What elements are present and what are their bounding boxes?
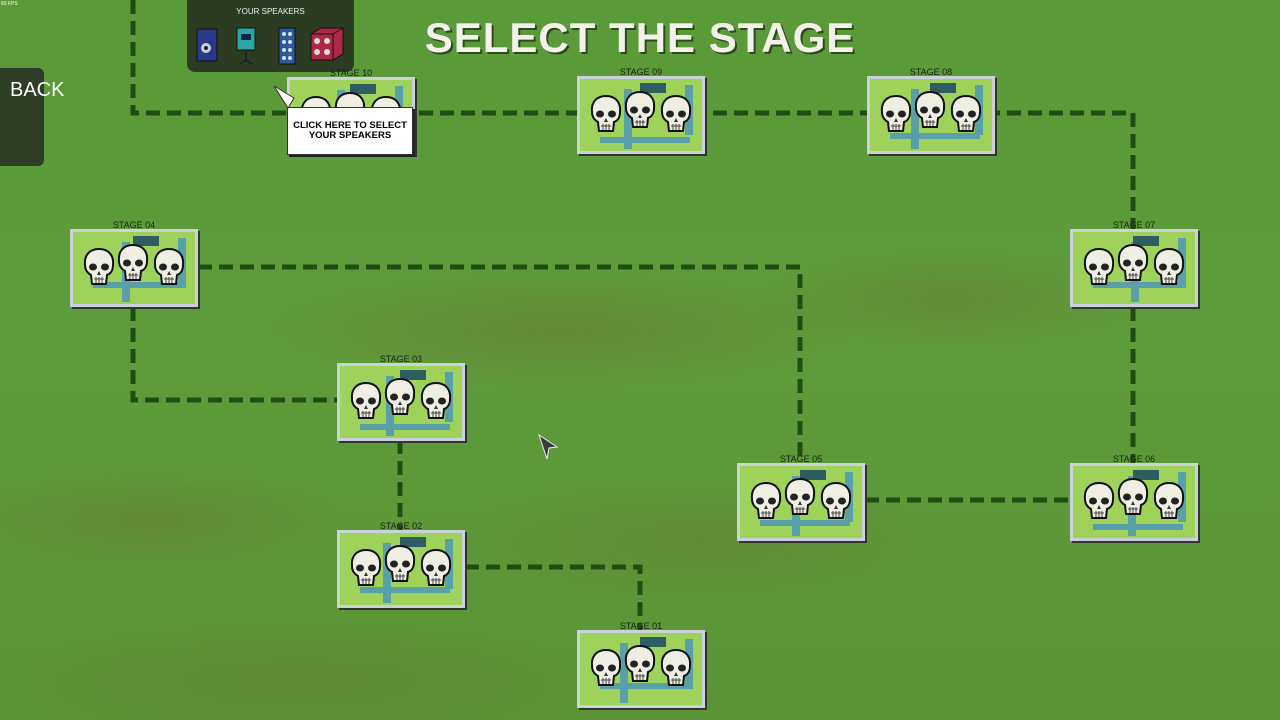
red-speaker-icon[interactable] — [309, 26, 345, 64]
stage-label: STAGE 06 — [1112, 454, 1156, 464]
blue-speaker-icon[interactable] — [195, 26, 221, 64]
skull-rating-icons — [83, 244, 185, 285]
skull-rating-icons — [1083, 244, 1185, 285]
stage-thumbnail — [577, 630, 705, 708]
stage-05-button[interactable]: STAGE 05 — [737, 454, 865, 541]
column-speaker-icon[interactable] — [277, 26, 299, 66]
stage-thumbnail — [577, 76, 705, 154]
stage-thumbnail — [1070, 229, 1198, 307]
teal-speaker-icon[interactable] — [235, 26, 259, 66]
stage-04-button[interactable]: STAGE 04 — [70, 220, 198, 307]
fps-counter: 60 FPS — [1, 1, 18, 7]
skull-rating-icons — [350, 378, 452, 419]
speakers-panel: YOUR SPEAKERS — [187, 0, 354, 72]
stage-thumbnail — [337, 363, 465, 441]
speakers-label: YOUR SPEAKERS — [236, 7, 305, 16]
stage-label: STAGE 01 — [619, 621, 663, 631]
stage-03-button[interactable]: STAGE 03 — [337, 354, 465, 441]
skull-rating-icons — [350, 545, 452, 586]
stage-thumbnail — [337, 530, 465, 608]
stage-02-button[interactable]: STAGE 02 — [337, 521, 465, 608]
stage-label: STAGE 02 — [379, 521, 423, 531]
stage-01-button[interactable]: STAGE 01 — [577, 621, 705, 708]
stage-thumbnail — [737, 463, 865, 541]
stage-thumbnail — [867, 76, 995, 154]
stage-label: STAGE 04 — [112, 220, 156, 230]
mouse-cursor-icon — [538, 433, 559, 460]
back-button[interactable]: BACK — [0, 68, 64, 166]
stage-thumbnail — [1070, 463, 1198, 541]
skull-rating-icons — [1083, 478, 1185, 519]
tooltip-pointer — [273, 85, 295, 109]
stage-label: STAGE 07 — [1112, 220, 1156, 230]
skull-rating-icons — [880, 91, 982, 132]
skull-rating-icons — [590, 645, 692, 686]
stage-label: STAGE 09 — [619, 67, 663, 77]
stage-08-button[interactable]: STAGE 08 — [867, 67, 995, 154]
stage-thumbnail — [70, 229, 198, 307]
stage-label: STAGE 10 — [329, 68, 373, 78]
page-title: SELECT THE STAGE — [424, 14, 856, 61]
select-speakers-tooltip[interactable]: CLICK HERE TO SELECT YOUR SPEAKERS — [287, 107, 413, 155]
skull-rating-icons — [590, 91, 692, 132]
stage-label: STAGE 08 — [909, 67, 953, 77]
stage-07-button[interactable]: STAGE 07 — [1070, 220, 1198, 307]
stage-label: STAGE 05 — [779, 454, 823, 464]
stage-06-button[interactable]: STAGE 06 — [1070, 454, 1198, 541]
stage-label: STAGE 03 — [379, 354, 423, 364]
stage-09-button[interactable]: STAGE 09 — [577, 67, 705, 154]
skull-rating-icons — [750, 478, 852, 519]
